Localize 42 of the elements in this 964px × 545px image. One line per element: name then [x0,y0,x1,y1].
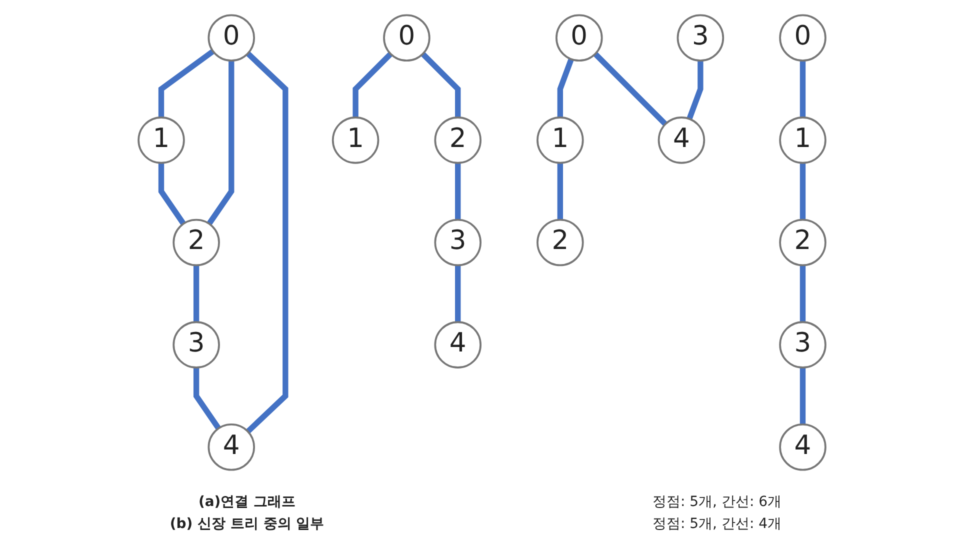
figure-caption: (a)연결 그래프 [197,493,297,511]
connector [800,162,806,220]
node-circle: 4 [779,423,826,471]
node-circle: 0 [556,14,603,62]
connector [800,368,806,424]
node-circle: 1 [536,116,584,164]
connector [246,51,288,434]
connector [158,162,186,226]
node-circle: 2 [434,116,482,164]
connector [455,162,461,220]
connector [800,60,806,118]
connector [800,265,806,322]
node-circle: 3 [676,14,724,62]
caption-note: 정점: 5개, 간선: 4개 [651,515,783,533]
node-circle: 4 [208,423,256,471]
node-circle: 0 [383,14,430,62]
connector [193,368,221,430]
node-circle: 4 [658,116,706,164]
connector [420,52,461,118]
node-circle: 1 [332,116,380,164]
connector [557,162,564,220]
node-circle: 3 [172,321,220,368]
connector [352,52,393,118]
node-circle: 2 [536,218,584,266]
node-circle: 1 [138,116,185,164]
node-circle: 1 [779,116,826,164]
connector [206,60,234,226]
node-circle: 2 [172,218,220,266]
figure-caption: (b) 신장 트리 중의 일부 [168,515,326,533]
connector [193,265,200,322]
node-circle: 2 [779,218,826,266]
node-circle: 4 [434,321,482,368]
caption-note: 정점: 5개, 간선: 6개 [651,493,783,511]
node-circle: 3 [434,218,482,266]
connector [455,265,461,322]
node-circle: 0 [208,14,256,62]
node-circle: 0 [779,14,826,62]
connector [686,60,704,120]
connector [158,48,215,118]
node-circle: 3 [779,321,826,368]
connector [593,52,668,126]
connector [557,58,574,118]
